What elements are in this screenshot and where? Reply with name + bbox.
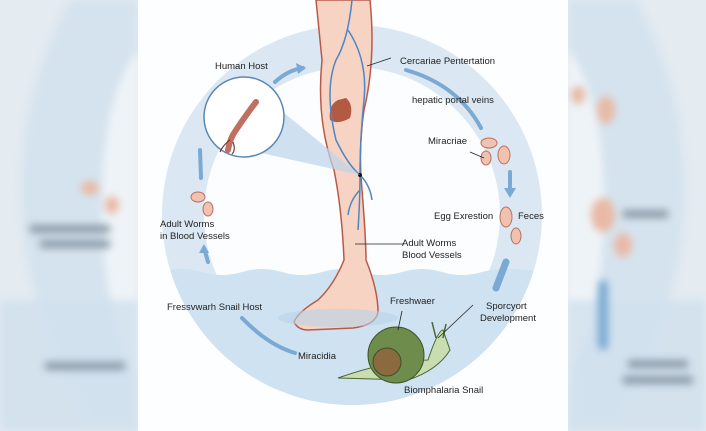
blurred-illustration-left bbox=[0, 0, 138, 431]
arrow-heads bbox=[199, 63, 516, 253]
blurred-background-left bbox=[0, 0, 138, 431]
label-line-2: Development bbox=[480, 313, 536, 324]
biomphalaria-snail-icon bbox=[337, 321, 451, 384]
label-human-host: Human Host bbox=[215, 61, 268, 72]
label-miracriae: Miracriae bbox=[428, 136, 468, 147]
label-adult-worms-left: Adult Worms in Blood Vessels bbox=[160, 219, 230, 243]
label-line-2: Blood Vessels bbox=[402, 250, 462, 261]
label-snail-host: Fressvwarh Snail Host bbox=[167, 302, 263, 313]
label-sporocyst-development: Sporcyort Development bbox=[480, 301, 536, 325]
adult-worm-icon bbox=[219, 99, 259, 155]
lifecycle-diagram: Human Host Cercariae Pentertation hepati… bbox=[138, 0, 568, 431]
eggs bbox=[190, 137, 522, 245]
label-line-1: Adult Worms bbox=[402, 238, 457, 249]
water bbox=[162, 269, 542, 405]
label-feces: Feces bbox=[518, 211, 544, 222]
label-egg-excretion: Egg Exrestion bbox=[434, 211, 494, 222]
label-line-1: Sporcyort bbox=[486, 301, 527, 312]
label-miracidia: Miracidia bbox=[298, 351, 337, 362]
label-biomphalaria-snail: Biomphalaria Snail bbox=[404, 385, 484, 396]
label-cercariae-penetration: Cercariae Pentertation bbox=[400, 56, 496, 67]
label-hepatic-portal-veins: hepatic portal veins bbox=[412, 95, 494, 106]
cycle-arrows bbox=[198, 66, 512, 355]
leader-lines bbox=[355, 57, 485, 339]
label-line-2: in Blood Vessels bbox=[160, 231, 230, 242]
blurred-background-right bbox=[568, 0, 706, 431]
label-freshwater: Freshwaer bbox=[390, 296, 435, 307]
label-line-1: Adult Worms bbox=[160, 219, 215, 230]
blurred-illustration-right bbox=[568, 0, 706, 431]
lifecycle-illustration bbox=[162, 0, 542, 405]
label-adult-worms-center: Adult Worms Blood Vessels bbox=[402, 238, 462, 262]
